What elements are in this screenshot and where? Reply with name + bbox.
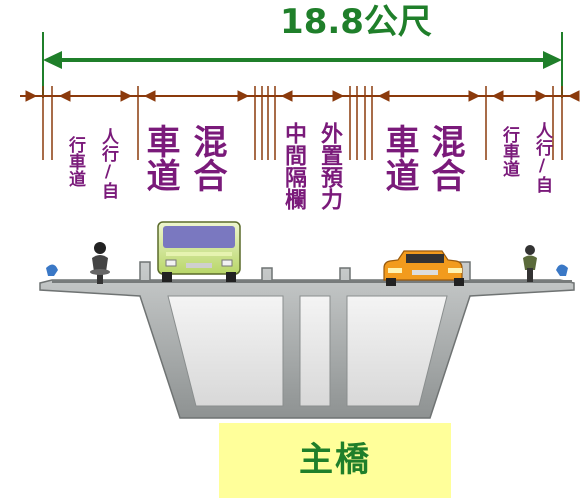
right-railing-light <box>556 264 568 276</box>
bike-left-label-col1: 行車道 <box>65 136 85 187</box>
median-label-col1: 中間隔欄 <box>281 122 306 210</box>
mixed-right-label-col1: 車道 <box>379 124 419 192</box>
lane-dimension-line <box>20 86 580 160</box>
bike-right-label-col1: 行車道 <box>499 126 519 177</box>
bike-right-label-col2: 人行/自 <box>532 122 552 193</box>
mixed-left-label-col2: 混合 <box>187 124 227 192</box>
mixed-right-label-col2: 混合 <box>425 124 465 192</box>
car-illustration <box>383 250 464 286</box>
bus-illustration <box>157 221 241 282</box>
left-railing-light <box>46 264 58 276</box>
bike-left-label-col2: 人行/自 <box>98 128 118 199</box>
cyclist-right-illustration <box>523 245 537 282</box>
cyclist-left-illustration <box>90 242 110 284</box>
main-bridge-label: 主橋 <box>219 423 451 498</box>
mixed-left-label-col1: 車道 <box>140 124 180 192</box>
median-label-col2: 外置預力 <box>317 122 342 210</box>
total-width-label: 18.8公尺 <box>280 2 432 42</box>
box-girder <box>39 261 575 419</box>
